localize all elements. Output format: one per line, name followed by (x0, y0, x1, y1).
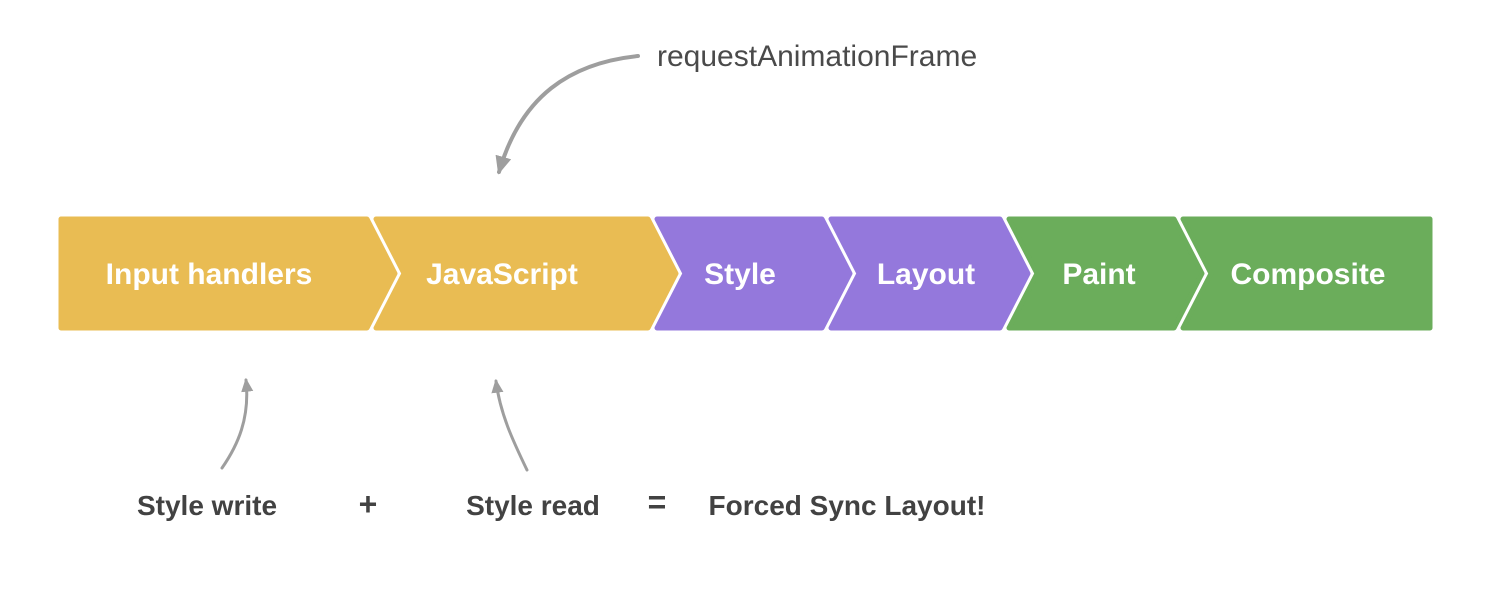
pipeline-segment-style: Style (654, 216, 853, 331)
segment-label: Layout (877, 258, 975, 291)
pipeline-segment-composite: Composite (1180, 216, 1433, 331)
style-write-label: Style write (137, 490, 277, 521)
forced-sync-layout-label: Forced Sync Layout! (709, 490, 986, 521)
chevron-shape (654, 216, 853, 331)
pipeline-segment-javascript: JavaScript (373, 216, 679, 331)
plus-sign: + (359, 486, 378, 522)
segment-label: Input handlers (106, 258, 313, 291)
pipeline-segment-paint: Paint (1006, 216, 1205, 331)
chevron-shape (1006, 216, 1205, 331)
segment-label: Composite (1230, 258, 1385, 291)
equals-sign: = (648, 484, 667, 520)
chevron-shape (373, 216, 679, 331)
pipeline-bar: Input handlers JavaScript Style Layout P… (58, 216, 1433, 331)
segment-label: JavaScript (426, 258, 578, 291)
chevron-shape (58, 216, 398, 331)
style-read-label: Style read (466, 490, 600, 521)
segment-label: Style (704, 258, 776, 291)
raf-annotation: requestAnimationFrame (495, 40, 977, 175)
chevron-shape (828, 216, 1031, 331)
style-write-arrow (220, 377, 254, 470)
pipeline-segment-layout: Layout (828, 216, 1031, 331)
segment-label: Paint (1062, 258, 1135, 291)
style-read-arrow (491, 378, 529, 472)
raf-arrow (495, 54, 640, 175)
chevron-shape (1180, 216, 1433, 331)
forced-sync-annotation: Style write + Style read = Forced Sync L… (137, 377, 986, 522)
raf-label: requestAnimationFrame (657, 40, 977, 73)
pipeline-segment-input-handlers: Input handlers (58, 216, 398, 331)
